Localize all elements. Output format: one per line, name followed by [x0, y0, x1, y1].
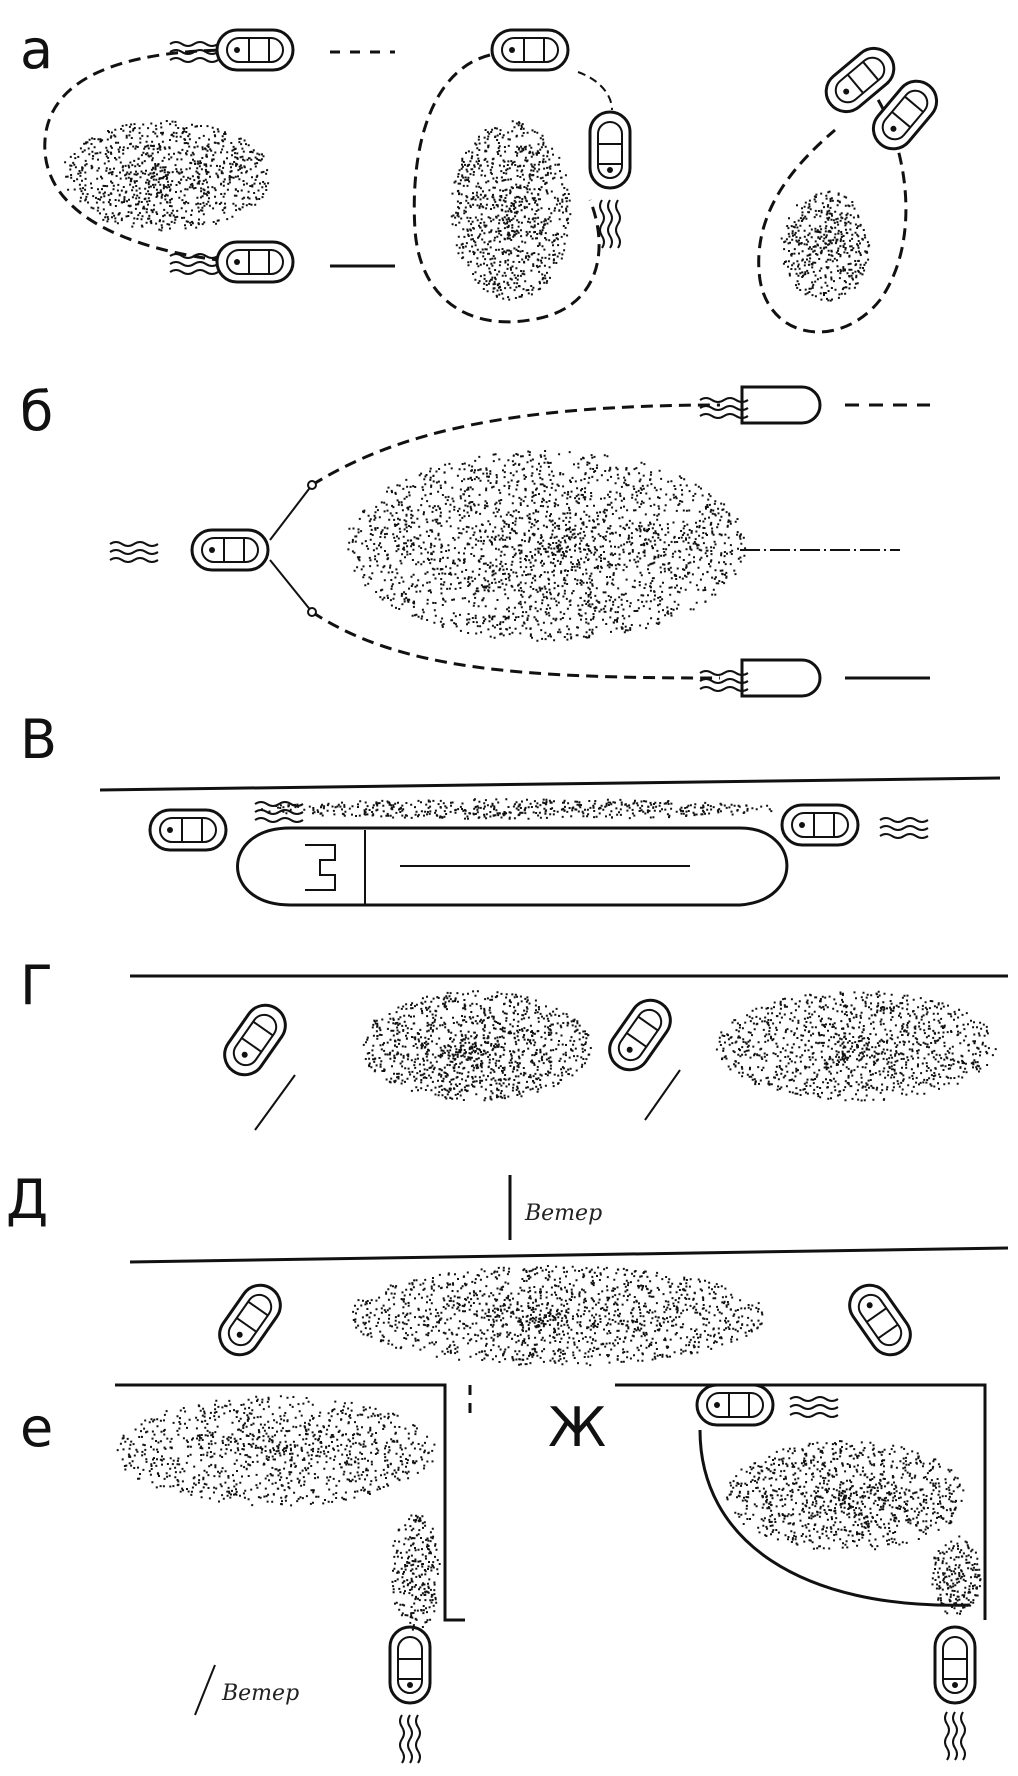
- panel-b: [110, 387, 930, 696]
- panel-label-d: Д: [6, 1168, 48, 1231]
- panel-label-g: Г: [20, 954, 53, 1017]
- oil-slick: [726, 1440, 964, 1550]
- panel-label-zh: Ж: [548, 1396, 606, 1459]
- boat-icon: [217, 242, 293, 282]
- oil-slick: [64, 120, 269, 231]
- oil-slick: [117, 1395, 436, 1506]
- wind-label: Ветер: [524, 1201, 602, 1226]
- boat-icon: [935, 1627, 975, 1703]
- wake-icon: [170, 254, 218, 274]
- oil-slick: [932, 1536, 982, 1615]
- oil-slick: [347, 450, 746, 642]
- panel-label-a: а: [20, 18, 53, 81]
- oil-slick: [392, 1515, 441, 1631]
- oil-slick: [363, 990, 592, 1101]
- oil-slick: [451, 120, 572, 300]
- panel-zh: [615, 1385, 985, 1760]
- panel-v: [100, 778, 1000, 905]
- boat-icon: [782, 805, 858, 845]
- panel-e: Ветер: [115, 1385, 470, 1763]
- wake-icon: [400, 1715, 420, 1763]
- boat-icon: [697, 1385, 773, 1425]
- oil-slick: [716, 991, 997, 1102]
- boat-icon: [492, 30, 568, 70]
- wake-icon: [600, 200, 620, 248]
- boat-icon: [192, 530, 268, 570]
- boat-icon: [590, 112, 630, 188]
- wake-icon: [880, 818, 928, 838]
- oil-slick: [352, 1265, 763, 1366]
- boat-icon: [150, 810, 226, 850]
- panel-d: [130, 1248, 1008, 1366]
- panel-a: [45, 30, 945, 332]
- boat-icon: [217, 30, 293, 70]
- panel-label-b: б: [20, 380, 53, 443]
- boat-icon: [390, 1627, 430, 1703]
- wind-label: Ветер: [221, 1681, 299, 1706]
- wake-icon: [945, 1712, 965, 1760]
- oil-slick: [781, 191, 870, 302]
- panel-g: Ветер: [130, 976, 1008, 1240]
- panel-label-e: е: [20, 1396, 53, 1459]
- wake-icon: [790, 1397, 838, 1417]
- panel-label-v: В: [20, 708, 57, 771]
- wake-icon: [110, 542, 158, 562]
- oil-slick: [261, 798, 772, 820]
